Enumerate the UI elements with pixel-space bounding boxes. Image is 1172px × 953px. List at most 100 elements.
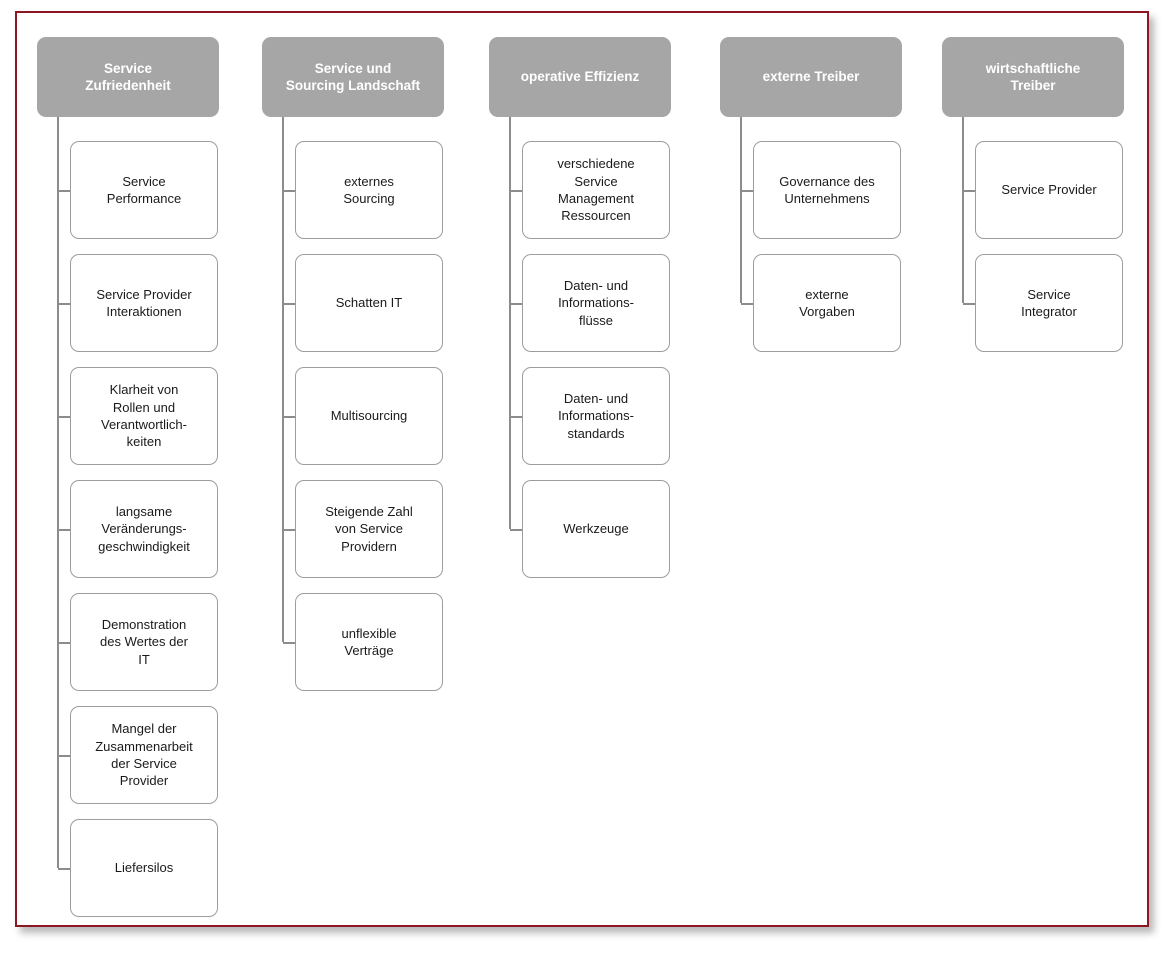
category-header[interactable]: externe Treiber xyxy=(720,37,902,117)
node-label-line: Klarheit von xyxy=(109,382,179,398)
node-label-line: IT xyxy=(138,651,150,667)
node-label-line: Service xyxy=(122,173,166,189)
node-label-line: von Service xyxy=(335,521,403,537)
node-label-line: Zusammenarbeit xyxy=(95,738,193,754)
node-label-line: geschwindigkeit xyxy=(98,538,190,554)
node-box[interactable]: Liefersilos xyxy=(70,819,218,917)
connector-stub xyxy=(741,190,754,192)
connector-stub xyxy=(741,303,754,305)
connector-stub xyxy=(58,190,71,192)
category-header-line: operative Effizienz xyxy=(520,69,640,85)
connector-stub xyxy=(283,190,296,192)
connector-stub xyxy=(510,190,523,192)
node-label-line: Veränderungs- xyxy=(101,521,187,537)
node-label-line: Verträge xyxy=(344,643,394,658)
node-label-line: Daten- und xyxy=(563,278,629,294)
node-label-line: Werkzeuge xyxy=(563,521,629,537)
connector-stub xyxy=(283,529,296,531)
connector-stub xyxy=(58,755,71,757)
node-box[interactable]: Schatten IT xyxy=(295,254,443,352)
node-label-line: Rollen und xyxy=(112,399,176,415)
category-header-line: Zufriedenheit xyxy=(85,78,171,93)
node-label-line: der Service xyxy=(111,756,177,771)
node-label-line: Integrator xyxy=(1021,304,1077,319)
connector-spine xyxy=(57,117,59,868)
connector-stub xyxy=(58,416,71,418)
connector-stub xyxy=(58,529,71,531)
node-label-line: Performance xyxy=(106,191,182,206)
node-label-line: Providern xyxy=(341,538,397,554)
node-label-line: des Wertes der xyxy=(100,634,188,650)
node-box[interactable]: Multisourcing xyxy=(295,367,443,465)
connector-stub xyxy=(510,303,523,305)
connector-stub xyxy=(58,642,71,644)
node-label-line: Mangel der xyxy=(111,721,177,737)
node-label-line: Service xyxy=(1027,286,1071,302)
node-label-line: Schatten IT xyxy=(335,295,403,311)
node-label-line: langsame xyxy=(115,504,173,520)
node-label-line: Provider xyxy=(119,773,169,789)
node-label-line: Unternehmens xyxy=(784,191,870,206)
category-header-line: wirtschaftliche xyxy=(985,60,1081,76)
connector-stub xyxy=(283,416,296,418)
node-label-line: Informations- xyxy=(558,295,634,311)
connector-stub xyxy=(963,303,976,305)
connector-stub xyxy=(510,416,523,418)
node-box[interactable]: Service Provider xyxy=(975,141,1123,239)
connector-spine xyxy=(962,117,964,303)
node-label-line: Verantwortlich- xyxy=(101,417,187,432)
node-label-line: Informations- xyxy=(558,408,634,424)
node-label-line: Steigende Zahl xyxy=(325,504,413,520)
node-label-line: Service Provider xyxy=(96,286,192,302)
connector-stub xyxy=(58,868,71,870)
node-label-line: Service xyxy=(574,173,618,189)
node-label-line: externe xyxy=(805,286,849,302)
node-label-line: unflexible xyxy=(341,625,397,641)
connector-stub xyxy=(963,190,976,192)
connector-stub xyxy=(58,303,71,305)
node-label-line: Sourcing xyxy=(343,191,395,206)
connector-spine xyxy=(740,117,742,303)
node-label-line: Demonstration xyxy=(101,617,187,633)
node-label-line: Vorgaben xyxy=(799,304,855,319)
category-header-line: Service xyxy=(103,60,153,76)
node-box[interactable]: Werkzeuge xyxy=(522,480,670,578)
node-label-line: flüsse xyxy=(579,312,613,328)
node-label-line: externes xyxy=(344,173,394,189)
category-header-line: externe Treiber xyxy=(762,69,860,85)
category-header[interactable]: operative Effizienz xyxy=(489,37,671,117)
node-label-line: Service Provider xyxy=(1001,182,1097,198)
node-label-line: Governance des xyxy=(779,173,875,189)
connector-stub xyxy=(283,642,296,644)
